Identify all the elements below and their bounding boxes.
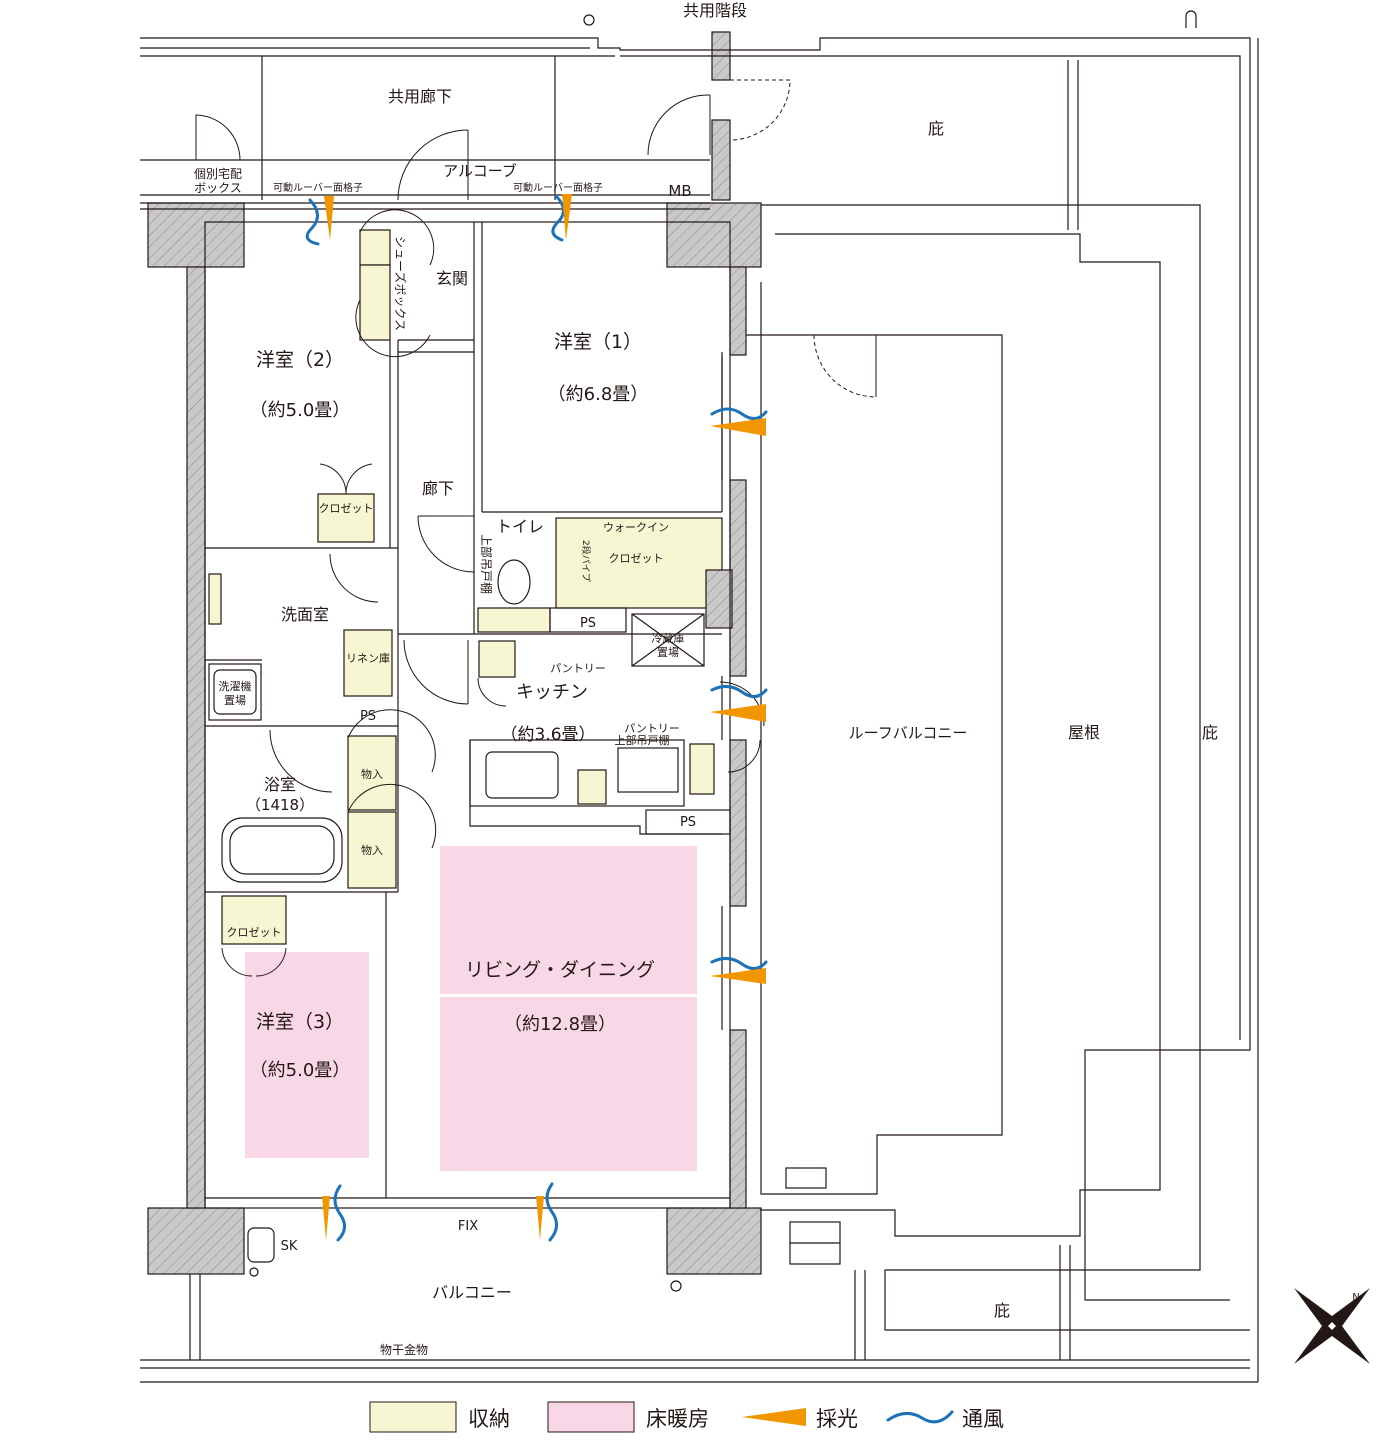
label-western2: 洋室（2） [256,349,344,371]
column-top-mid [666,202,762,268]
label-kitchen: キッチン [516,682,588,703]
wall-right-3 [729,739,747,907]
label-upper-cabinet: 上部吊戸棚 [479,534,494,594]
label-western3: 洋室（3） [256,1011,344,1033]
legend-ventilation-icon [886,1410,954,1424]
label-louver-right: 可動ルーバー面格子 [513,181,603,194]
heating-living-1 [440,846,697,994]
label-roof: 屋根 [1068,723,1100,742]
label-kitchen-size: （約3.6畳） [500,725,595,745]
floor-heating-zones [245,846,697,1171]
label-washer: 洗濯機 [219,679,252,693]
label-mb: MB [668,182,691,200]
label-eaves-right: 庇 [1202,723,1218,742]
label-toilet: トイレ [496,517,544,536]
wall-right-4 [729,1029,747,1209]
storage-item-2 [347,811,397,889]
structural-walls [147,31,762,1275]
label-linen: リネン庫 [346,651,390,665]
legend: 収納 床暖房 採光 通風 [369,1401,1004,1433]
legend-floor-heating-swatch [547,1401,635,1433]
label-closet-room3: クロゼット [227,926,282,939]
storage-closet-room3 [221,895,287,945]
label-shared-corridor: 共用廊下 [388,87,452,106]
wall-mb [711,119,731,201]
label-western2-size: （約5.0畳） [250,400,351,421]
legend-ventilation-label: 通風 [962,1407,1004,1431]
daylight-markers [322,194,766,1240]
storage-shoe-box-1 [359,229,391,266]
storage-walkin-closet [555,517,723,609]
legend-storage-label: 収納 [468,1407,510,1431]
heating-living-2 [440,997,697,1171]
label-fridge-2: 置場 [657,646,679,659]
legend-floor-heating-label: 床暖房 [646,1407,709,1431]
legend-daylight-label: 採光 [816,1407,858,1431]
column-bottom-mid [666,1207,762,1275]
storage-linen [343,629,393,697]
ventilation-markers [305,194,768,1242]
label-roof-balcony: ルーフバルコニー [849,724,968,742]
label-western1: 洋室（1） [554,331,642,353]
label-walkin-closet: クロゼット [609,552,664,565]
label-western3-size: （約5.0畳） [250,1060,351,1081]
storage-item-1 [347,735,397,811]
heating-room3 [245,952,369,1158]
label-entrance: 玄関 [436,269,468,288]
storage-toilet-shelf [477,607,551,633]
label-eaves-top: 庇 [928,119,944,138]
label-drying: 物干金物 [380,1342,428,1357]
label-western1-size: （約6.8畳） [548,384,649,405]
label-bath: 浴室 [264,775,296,794]
label-walkin: ウォークイン [603,521,669,534]
plan-labels: 共用階段 共用廊下 アルコーブ 庇 個別宅配 ボックス 可動ルーバー面格子 可動… [194,1,1360,1357]
label-sk: SK [281,1239,298,1254]
storage-zones [208,229,723,945]
storage-kitchen-upper [577,769,607,805]
storage-washroom-shelf [208,573,222,625]
label-louver-left: 可動ルーバー面格子 [273,181,363,194]
label-eaves-bottom: 庇 [994,1301,1010,1320]
label-alcove: アルコーブ [443,162,517,180]
column-bottom-left [147,1207,245,1275]
label-corridor: 廊下 [422,479,454,498]
label-balcony: バルコニー [432,1283,512,1302]
label-washer-2: 置場 [224,694,246,707]
label-ps-kitchen: PS [680,815,696,830]
label-storage-2: 物入 [361,843,383,857]
label-ps-toilet: PS [580,616,596,631]
column-top-left [147,202,245,268]
label-bath-size: （1418） [246,796,314,814]
storage-closet-room2 [317,493,375,543]
wall-kitchen-notch [705,569,733,629]
label-shoe-box: シューズボックス [393,236,408,331]
legend-daylight-icon [742,1408,806,1426]
label-living-size: （約12.8畳） [504,1014,616,1035]
label-delivery-box: 個別宅配 [194,166,242,181]
storage-pantry-1 [478,640,516,678]
label-pantry-1: パントリー [550,662,606,675]
storage-shoe-box-2 [359,264,391,341]
label-ps-wash: PS [360,709,376,724]
label-north: N [1352,1292,1359,1303]
storage-pantry-2 [689,743,715,795]
label-two-pipe: 2段パイプ [580,540,592,582]
label-storage-1: 物入 [361,767,383,781]
label-shared-stairs: 共用階段 [683,1,747,20]
label-pantry-upper: 上部吊戸棚 [615,733,670,747]
label-fix: FIX [458,1219,478,1234]
label-pantry-2: パントリー [624,722,680,735]
label-delivery-box-2: ボックス [194,181,242,195]
label-fridge: 冷蔵庫 [652,631,685,645]
label-washroom: 洗面室 [281,605,329,624]
wall-right-1 [729,266,747,356]
wall-left [186,266,206,1209]
label-closet-room2: クロゼット [319,502,374,515]
legend-storage-swatch [369,1401,457,1433]
label-living: リビング・ダイニング [465,959,655,981]
compass-icon [1294,1288,1370,1364]
